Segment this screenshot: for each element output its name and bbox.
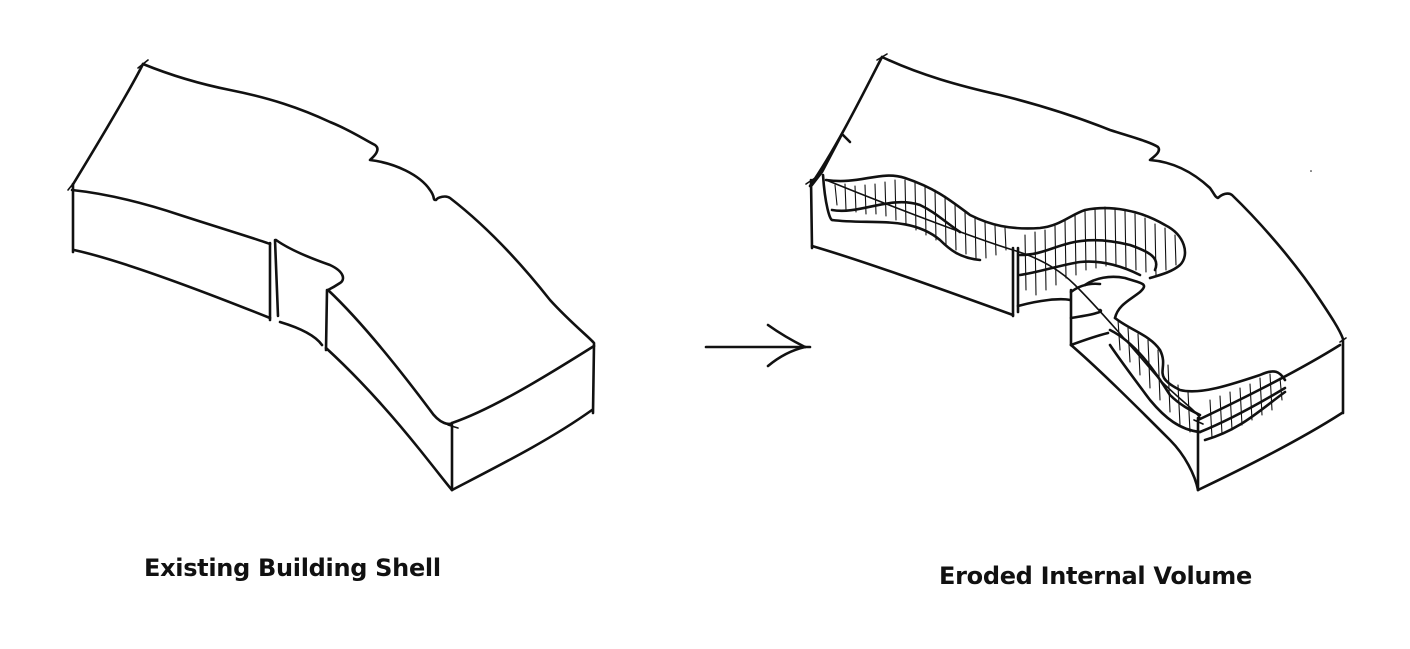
- transform-arrow-icon: [704, 323, 812, 368]
- caption-eroded-internal-volume: Eroded Internal Volume: [939, 562, 1252, 590]
- eroded-internal-volume-sketch: [805, 53, 1347, 492]
- existing-building-shell-sketch: [67, 59, 596, 492]
- caption-existing-building-shell: Existing Building Shell: [144, 554, 441, 582]
